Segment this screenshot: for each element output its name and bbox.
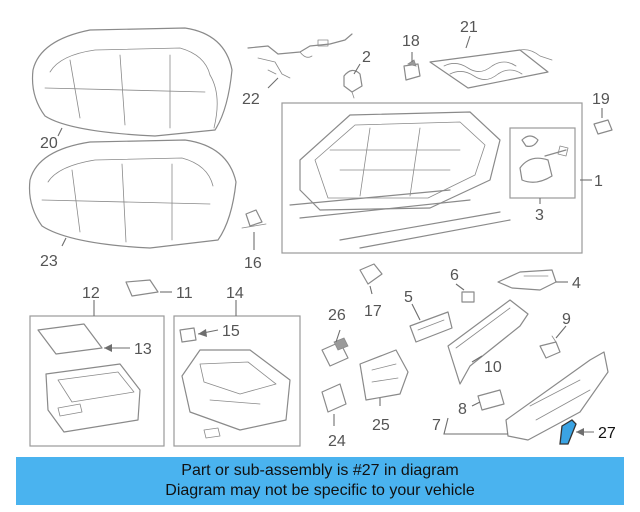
part-18-bracket	[403, 59, 421, 81]
callout-2: 2	[362, 49, 371, 66]
box-3	[509, 127, 576, 199]
callout-23: 23	[40, 253, 58, 270]
callout-27: 27	[598, 425, 616, 442]
callout-24: 24	[328, 433, 346, 450]
part-22-wire-harness	[247, 33, 353, 79]
callout-26: 26	[328, 307, 346, 324]
info-banner: Part or sub-assembly is #27 in diagram D…	[16, 457, 624, 505]
part-5-cover	[409, 311, 453, 343]
part-14-housing	[181, 349, 291, 439]
part-19-clip	[593, 119, 613, 135]
part-23-cushion-cover	[28, 139, 237, 249]
part-11-cover	[125, 279, 159, 297]
callout-14: 14	[226, 285, 244, 302]
part-1-seat-frame	[289, 111, 511, 249]
callout-12: 12	[82, 285, 100, 302]
callout-10: 10	[484, 359, 502, 376]
part-25-motor	[359, 349, 409, 401]
callout-19: 19	[592, 91, 610, 108]
part-15-bulb	[179, 327, 197, 343]
callout-17: 17	[364, 303, 382, 320]
callout-18: 18	[402, 33, 420, 50]
part-26-bracket	[321, 337, 349, 367]
part-17-bracket	[359, 263, 383, 285]
part-13-pad	[37, 323, 103, 355]
callout-21: 21	[460, 19, 478, 36]
banner-line-1: Part or sub-assembly is #27 in diagram	[181, 462, 459, 479]
callout-20: 20	[40, 135, 58, 152]
callout-8: 8	[458, 401, 467, 418]
part-21-heater	[429, 49, 553, 89]
callout-3: 3	[535, 207, 544, 224]
callout-11: 11	[176, 285, 193, 302]
box-1	[281, 102, 583, 254]
banner-line-2: Diagram may not be specific to your vehi…	[165, 482, 475, 499]
callout-4: 4	[572, 275, 581, 292]
part-10-wire	[447, 299, 529, 385]
callout-16: 16	[244, 255, 262, 272]
callout-15: 15	[222, 323, 240, 340]
part-9-knob	[539, 335, 561, 359]
part-16-bracket	[241, 209, 267, 229]
callout-9: 9	[562, 311, 571, 328]
part-6-clip	[461, 291, 475, 303]
part-4-lever	[497, 269, 557, 291]
callout-1: 1	[594, 173, 603, 190]
callout-22: 22	[242, 91, 260, 108]
part-7-side-shield	[505, 351, 609, 441]
callout-7: 7	[432, 417, 441, 434]
part-8-bracket	[477, 389, 505, 411]
callout-25: 25	[372, 417, 390, 434]
part-2-clip	[343, 69, 363, 99]
box-12	[29, 315, 165, 447]
part-24-bracket	[321, 383, 347, 413]
part-27-highlighted	[559, 419, 577, 445]
part-3-adjuster	[519, 135, 569, 183]
callout-13: 13	[134, 341, 152, 358]
parts-diagram: 1 2 3 4 5 6 7 8 9 10 11 12 13 14 15 16 1…	[28, 19, 616, 450]
callout-6: 6	[450, 267, 459, 284]
box-14	[173, 315, 301, 447]
part-20-cushion-pad	[31, 27, 233, 137]
part-12-tray	[45, 363, 141, 433]
callout-5: 5	[404, 289, 413, 306]
